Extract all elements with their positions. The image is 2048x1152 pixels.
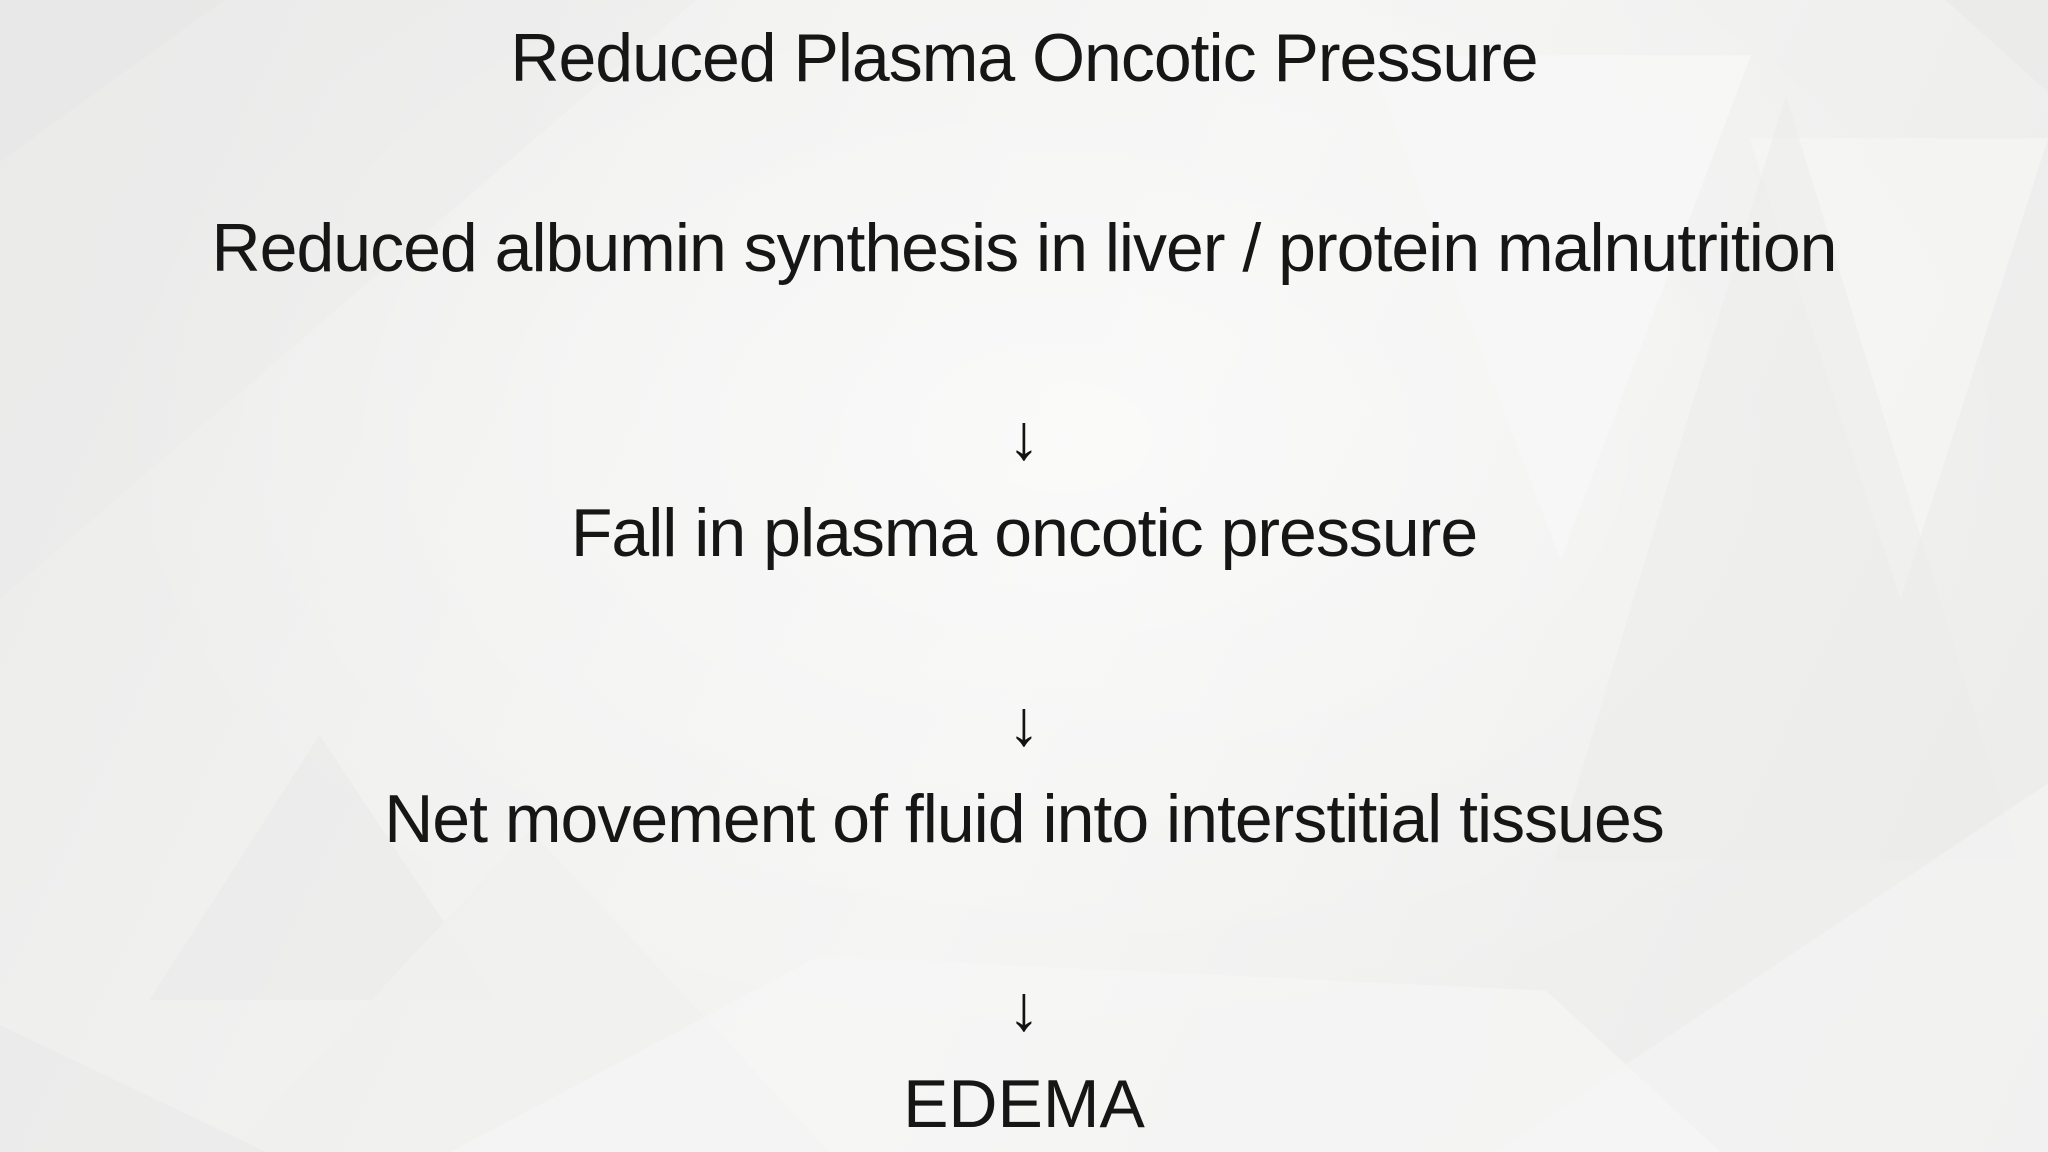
diagram-title: Reduced Plasma Oncotic Pressure xyxy=(510,20,1538,96)
row-spacer xyxy=(0,296,2048,390)
step-text-2: Net movement of fluid into interstitial … xyxy=(384,780,1665,857)
down-arrow-icon: ↓ xyxy=(1008,401,1040,473)
row-spacer xyxy=(0,581,2048,675)
outcome-text: EDEMA xyxy=(903,1066,1145,1142)
row-spacer xyxy=(0,106,2048,200)
cause-text: Reduced albumin synthesis in liver / pro… xyxy=(211,209,1838,286)
step-text-1: Fall in plasma oncotic pressure xyxy=(570,495,1478,571)
down-arrow-icon: ↓ xyxy=(1008,686,1040,759)
down-arrow-icon: ↓ xyxy=(1008,972,1040,1044)
row-spacer xyxy=(0,867,2048,961)
